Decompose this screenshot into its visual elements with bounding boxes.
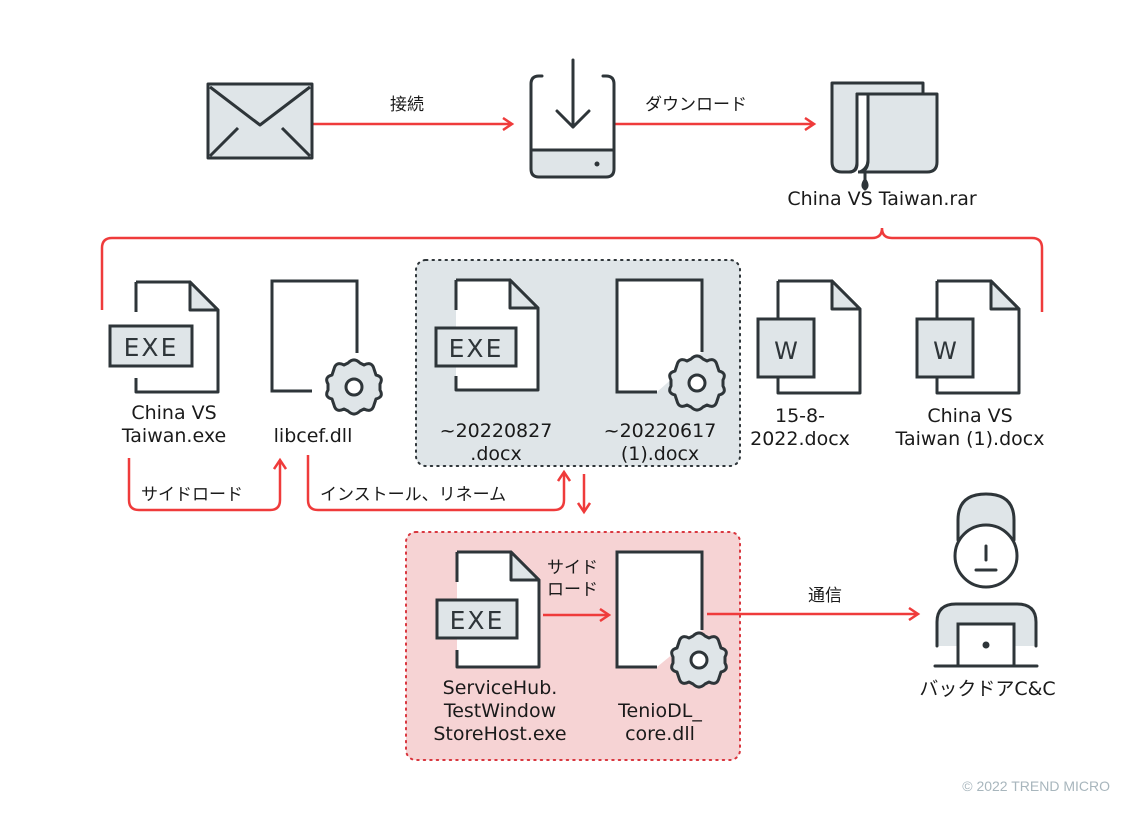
- docx-0617-dll-file-icon: [615, 278, 726, 412]
- word-badge-text: W: [933, 337, 957, 365]
- edge-install-rename-label: インストール、リネーム: [320, 485, 507, 505]
- gear-icon: [670, 631, 728, 689]
- exe-badge-text: EXE: [449, 334, 504, 363]
- servicehub-exe-file-icon: EXE: [435, 550, 541, 669]
- edge-install-rename-arrow: [306, 455, 564, 512]
- archive-icon: [830, 81, 939, 191]
- docx-15-word-file-icon: W: [756, 279, 862, 395]
- download-drive-icon: [529, 58, 616, 179]
- docx-0827-file-icon: EXE: [434, 278, 540, 392]
- exe-badge-text: EXE: [450, 606, 505, 635]
- docx-0617-label: ~20220617 (1).docx: [603, 420, 717, 465]
- docx-0827-label: ~20220827 .docx: [439, 420, 553, 465]
- docx-15-label: 15-8- 2022.docx: [750, 405, 850, 450]
- edge-sideload2-label: サイド ロード: [547, 558, 598, 600]
- china-exe-file-icon: EXE: [108, 280, 220, 394]
- china-exe-label: China VS Taiwan.exe: [121, 402, 227, 447]
- edge-connect-label: 接続: [390, 95, 424, 115]
- exe-badge-text: EXE: [124, 333, 179, 362]
- word-badge-text: W: [774, 337, 798, 365]
- edge-communicate-label: 通信: [808, 586, 842, 606]
- envelope-icon: [206, 82, 314, 160]
- docx-china-word-file-icon: W: [915, 279, 1021, 395]
- tenio-label: TenioDL_ core.dll: [618, 700, 702, 745]
- copyright: © 2022 TREND MICRO: [962, 778, 1110, 794]
- cc-label: バックドアC&C: [919, 678, 1056, 700]
- docx-china-label: China VS Taiwan (1).docx: [895, 405, 1045, 450]
- gear-icon: [325, 358, 383, 416]
- libcef-label: libcef.dll: [273, 425, 353, 447]
- servicehub-label: ServiceHub. TestWindow StoreHost.exe: [433, 677, 567, 745]
- edge-sideload1-arrow: [127, 458, 280, 512]
- libcef-dll-file-icon: [270, 279, 383, 416]
- tenio-dll-file-icon: [615, 550, 728, 689]
- attacker-icon: [933, 492, 1039, 668]
- edge-sideload1-label: サイドロード: [141, 485, 243, 505]
- gear-icon: [668, 354, 726, 412]
- rar-label: China VS Taiwan.rar: [787, 188, 977, 210]
- extract-brace: [100, 227, 1044, 312]
- edge-download-label: ダウンロード: [645, 95, 747, 115]
